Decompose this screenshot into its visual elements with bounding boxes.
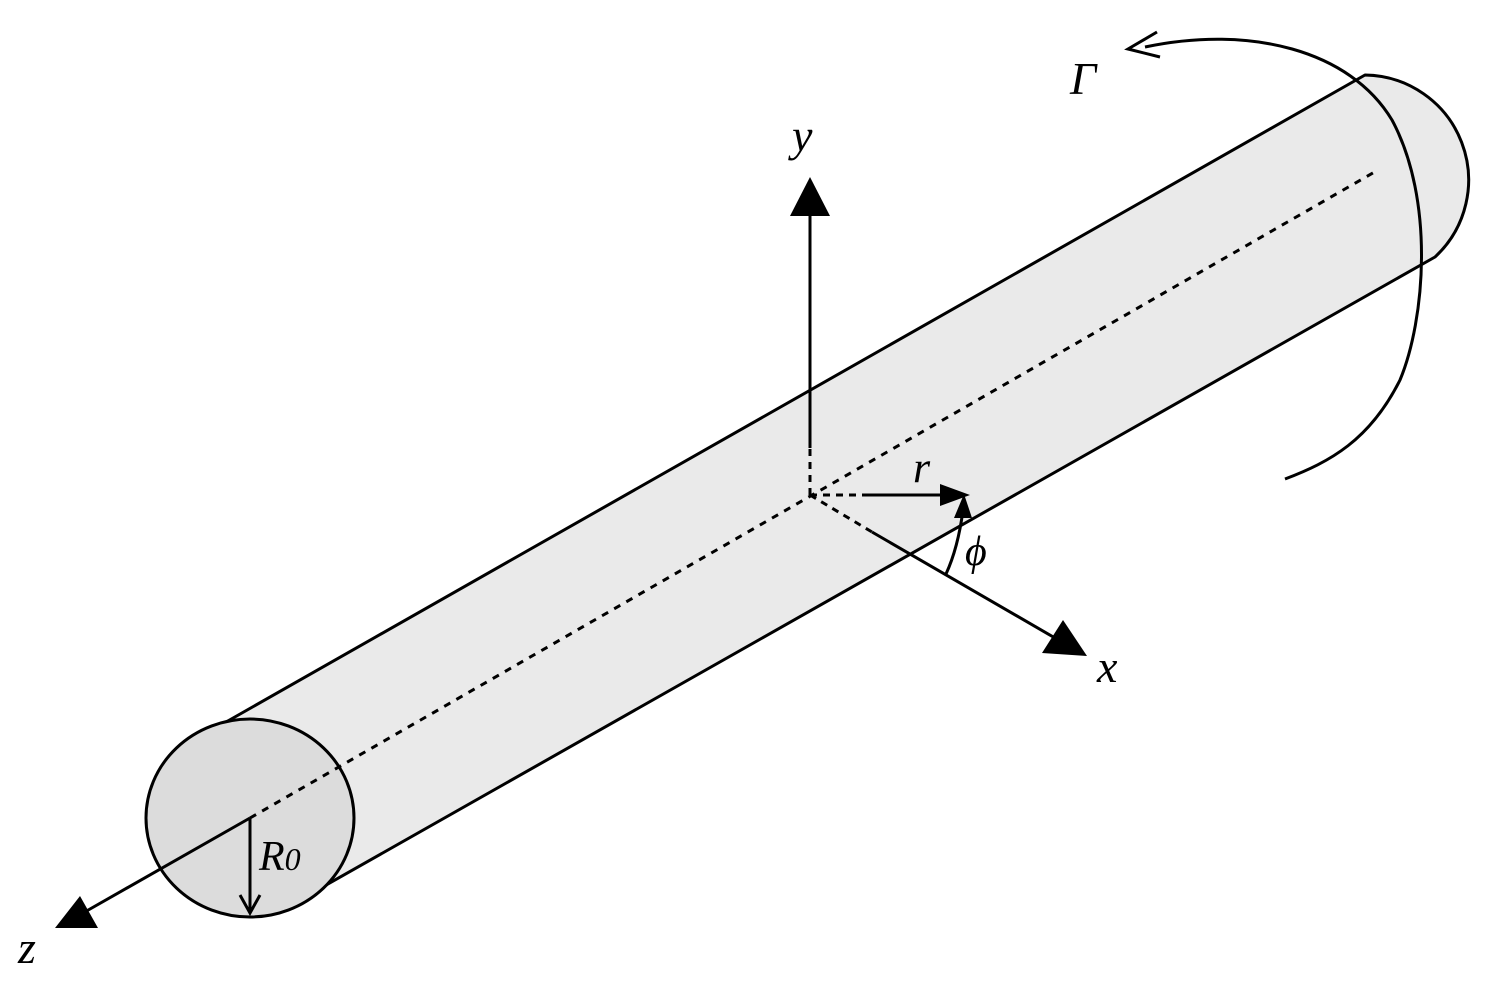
x-axis-arrowhead-icon — [1042, 620, 1087, 656]
y-axis-arrowhead-icon — [790, 177, 830, 216]
radius-arrowhead-icon — [238, 894, 262, 917]
z-axis-label: z — [17, 922, 36, 973]
y-axis-label: y — [788, 110, 813, 161]
x-axis-line — [871, 530, 1056, 640]
radius-label-main: R — [258, 834, 285, 880]
radius-label: R0 — [258, 834, 301, 880]
cylinder-body — [217, 73, 1471, 895]
phi-arc-arrowhead-icon — [954, 494, 972, 518]
torque-label: Γ — [1069, 53, 1098, 104]
torque-arrowhead-icon — [1124, 30, 1161, 59]
phi-label: ϕ — [965, 529, 987, 575]
r-vector-arrowhead-icon — [940, 484, 970, 506]
z-axis-arrowhead-icon — [55, 896, 98, 928]
r-label: r — [913, 443, 931, 492]
radius-label-subscript: 0 — [285, 841, 301, 877]
z-axis-line — [82, 816, 251, 915]
x-axis-label: x — [1096, 641, 1118, 692]
torque-arc — [1144, 37, 1423, 481]
